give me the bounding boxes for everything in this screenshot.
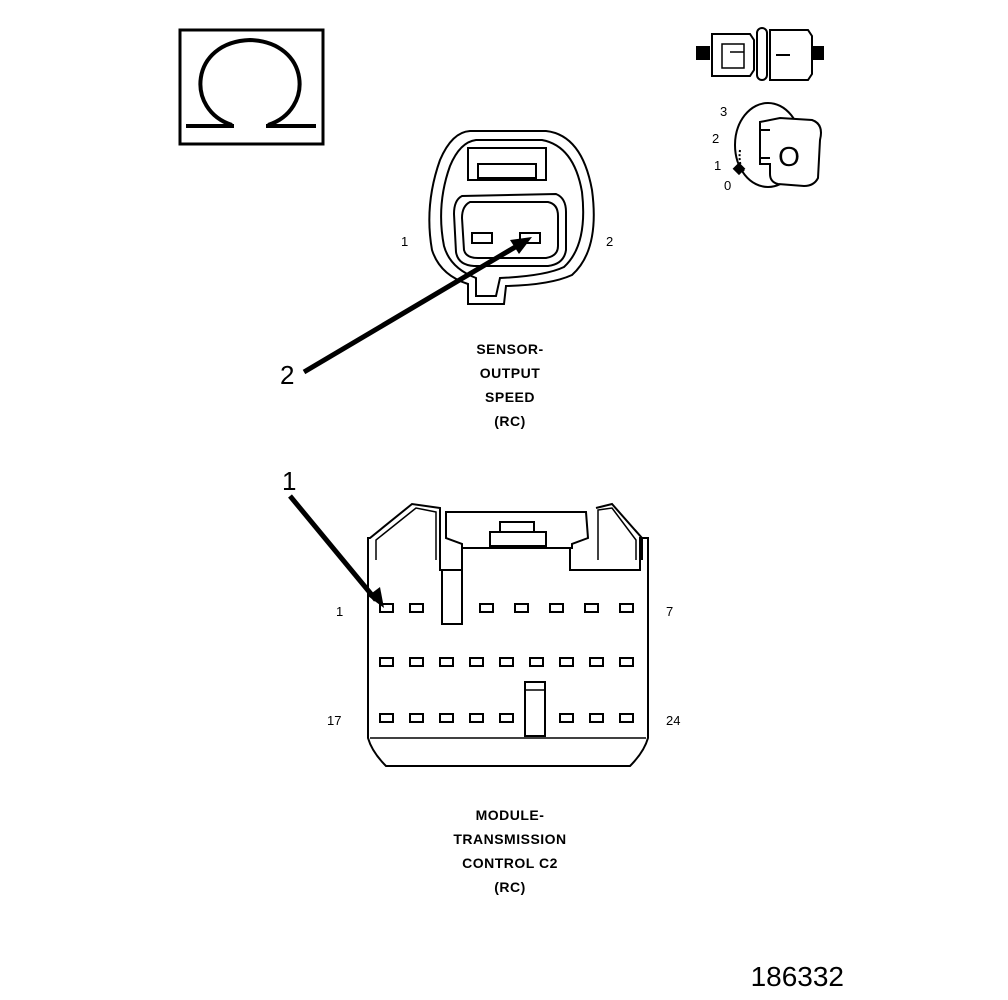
svg-text:(RC): (RC) — [494, 413, 526, 429]
module-pin-cavity — [619, 657, 634, 667]
figure-number: 186332 — [751, 961, 844, 992]
callout-1-number: 1 — [282, 466, 296, 496]
module-pin-17-label: 17 — [327, 713, 341, 728]
module-pin-cavity — [499, 713, 514, 723]
module-connector-face — [367, 502, 649, 767]
key-position-0: 0 — [724, 178, 731, 193]
module-pin-cavity — [559, 713, 574, 723]
svg-text:(RC): (RC) — [494, 879, 526, 895]
module-pin-cavity — [379, 657, 394, 667]
module-pin-cavity — [379, 603, 394, 613]
module-pin-cavity — [549, 603, 564, 613]
module-pin-cavity — [499, 657, 514, 667]
module-pin-cavity — [469, 713, 484, 723]
module-pin-cavity — [469, 657, 484, 667]
connector-disconnect-icon — [696, 27, 824, 81]
key-position-3: 3 — [720, 104, 727, 119]
key-position-2: 2 — [712, 131, 719, 146]
key-letter: O — [778, 141, 800, 172]
module-pin-cavity — [409, 657, 424, 667]
callout-1-arrow — [288, 494, 384, 608]
module-pin-cavity — [619, 713, 634, 723]
svg-text:OUTPUT: OUTPUT — [480, 365, 541, 381]
sensor-connector-face — [428, 130, 595, 305]
ignition-key-icon: 3 2 1 0 O — [712, 102, 822, 193]
module-pin-cavity — [479, 603, 494, 613]
module-pin-cavity — [619, 603, 634, 613]
sensor-pin-1-label: 1 — [401, 234, 408, 249]
module-pin-cavity — [529, 657, 544, 667]
ohmmeter-icon — [178, 28, 325, 146]
module-pin-cavity — [514, 603, 529, 613]
module-pin-cavity — [409, 603, 424, 613]
module-pin-1-label: 1 — [336, 604, 343, 619]
svg-text:SENSOR-: SENSOR- — [476, 341, 543, 357]
module-pin-cavity — [584, 603, 599, 613]
sensor-pin-1-cavity — [471, 232, 493, 244]
svg-text:SPEED: SPEED — [485, 389, 535, 405]
module-pin-cavity — [439, 657, 454, 667]
module-pin-cavity — [409, 713, 424, 723]
svg-text:TRANSMISSION: TRANSMISSION — [453, 831, 566, 847]
module-connector-label: MODULE- TRANSMISSION CONTROL C2 (RC) — [453, 807, 566, 895]
module-pin-7-label: 7 — [666, 604, 673, 619]
module-pin-24-label: 24 — [666, 713, 680, 728]
module-pin-cavity — [559, 657, 574, 667]
module-pin-cavity — [589, 713, 604, 723]
key-position-1: 1 — [714, 158, 721, 173]
svg-text:MODULE-: MODULE- — [476, 807, 545, 823]
module-pin-cavity — [589, 657, 604, 667]
callout-2-arrow — [302, 237, 532, 375]
svg-text:CONTROL C2: CONTROL C2 — [462, 855, 558, 871]
callout-2-number: 2 — [280, 360, 294, 390]
module-pin-cavity — [379, 713, 394, 723]
sensor-connector-label: SENSOR- OUTPUT SPEED (RC) — [476, 341, 543, 429]
module-pin-cavity — [439, 713, 454, 723]
sensor-pin-2-label: 2 — [606, 234, 613, 249]
module-pin-cavities — [379, 603, 634, 723]
